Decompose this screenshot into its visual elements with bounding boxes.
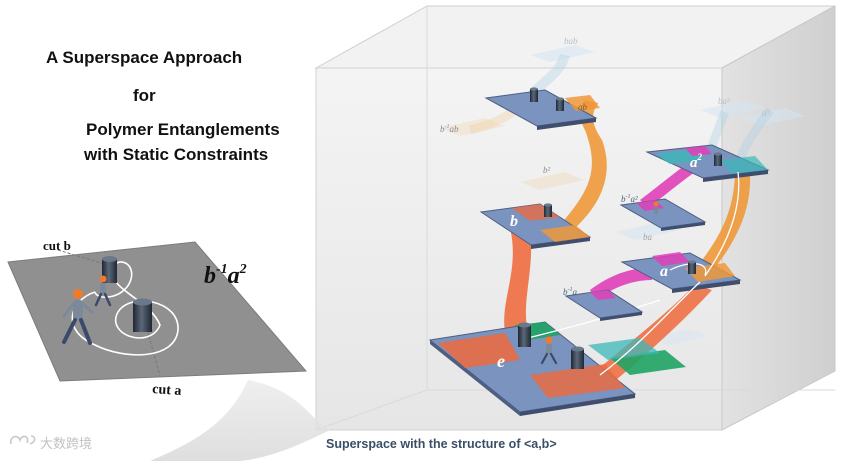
sheet-ab-cylinder-1: [530, 87, 538, 102]
ribbon-b-inv-a2-to-a2: [640, 162, 698, 208]
word-base-2: a: [228, 263, 240, 289]
sheet-ab: ab: [484, 89, 600, 130]
ghost-label-bab: bab: [564, 36, 578, 46]
cut-a-label: cut a: [152, 382, 182, 399]
word-sup-2: 2: [239, 262, 247, 277]
sheet-ab-cylinder-2: [556, 97, 564, 111]
watermark-logo-icon: [8, 432, 38, 451]
ribbon-a-to-a2: [690, 170, 751, 280]
sheet-b: b: [479, 203, 592, 249]
sheet-b-label: b: [510, 213, 518, 230]
watermark-text: 大数跨境: [40, 436, 93, 451]
cut-a-line: [144, 321, 161, 377]
title-line-1: A Superspace Approach: [46, 48, 243, 67]
obstacle-a-cylinder: [133, 298, 152, 332]
ribbon-e-to-b: [504, 222, 532, 332]
cut-b-label: cut b: [43, 238, 71, 253]
ghost-label-ba: ba: [643, 232, 653, 242]
sheet-a2-label: a2: [690, 152, 703, 171]
cube-right-face: [721, 5, 836, 431]
sheet-e-orange-region-2: [530, 364, 625, 398]
sheet-e-label: e: [497, 351, 505, 371]
sheet-b-inv-a: b-1a: [563, 287, 644, 321]
cut-b-line: [57, 249, 109, 266]
connection-funnel: [150, 380, 560, 461]
sheet-e-teal-region: [588, 338, 660, 360]
sheet-e-cylinder-a: [571, 346, 584, 369]
sheet-b-inv-a2-label: b-1a²: [621, 194, 638, 204]
title-line-2: for: [133, 86, 156, 105]
sheet-a-label: a: [660, 263, 668, 280]
sheet-b-cylinder: [544, 203, 552, 217]
left-plane-diagram: b-1a2 cut b cut a: [7, 238, 308, 399]
polymer-loop-path: [71, 261, 179, 356]
polymer-path-e-to-a: [599, 281, 701, 376]
sheet-b-inv-a2-walker: [653, 201, 659, 214]
sheet-e-cylinder-b: [518, 322, 531, 347]
sheet-e-orange-region: [438, 333, 520, 368]
ghost-label-a3: a³: [762, 108, 770, 118]
ghost-label-b-inv-ab: b-1ab: [440, 124, 459, 134]
ghost-ribbon-a3: [735, 107, 774, 162]
sheet-e: e: [428, 299, 686, 416]
sheet-a: a: [620, 252, 742, 293]
watermark: 大数跨境: [8, 432, 92, 452]
sheet-b-inv-a-label: b-1a: [563, 287, 578, 297]
ghost-sheets: [440, 45, 805, 345]
title-line-3: Polymer Entanglements: [86, 120, 280, 139]
sheet-a-cylinder: [688, 260, 696, 274]
sheet-a2-cylinder: [714, 152, 722, 166]
word-base-1: b: [204, 263, 216, 289]
superspace-caption: Superspace with the structure of <a,b>: [326, 437, 557, 451]
ribbon-b-to-ab: [560, 100, 607, 228]
ghost-label-b2: b²: [543, 165, 551, 175]
sheet-e-walker-figure: [540, 336, 558, 365]
sheet-ab-label: ab: [578, 102, 588, 112]
title-line-4: with Static Constraints: [84, 145, 269, 164]
word-label: b-1a2: [204, 262, 247, 289]
ghost-label-ba2: ba²: [718, 96, 730, 106]
polymer-path-a-to-a2: [704, 171, 740, 277]
word-sup-1: -1: [216, 262, 228, 277]
walker-figure-large: [62, 289, 94, 345]
left-plane: [8, 242, 306, 381]
walker-figure-small: [94, 275, 112, 307]
sheet-a2: a2: [645, 144, 770, 182]
